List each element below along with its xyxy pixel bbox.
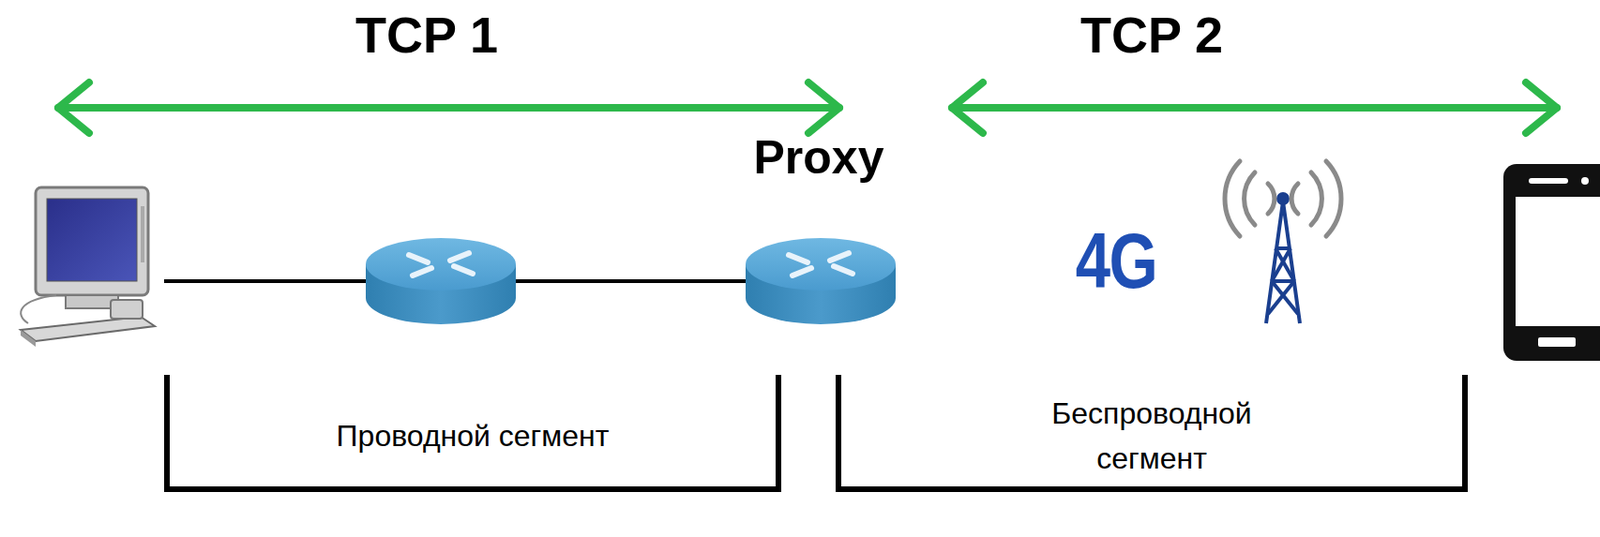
protocol-label: TCP 1 bbox=[304, 7, 549, 63]
network-type-label: 4G bbox=[1063, 217, 1169, 304]
proxy-label: Proxy bbox=[715, 132, 922, 184]
tcp-arrow bbox=[951, 82, 1557, 134]
segment-bracket bbox=[838, 375, 1465, 490]
computer-icon bbox=[20, 187, 155, 348]
segment-label: Беспроводной сегмент bbox=[1011, 391, 1293, 482]
proxy-router-icon bbox=[745, 238, 896, 325]
phone-icon bbox=[1503, 164, 1600, 362]
router-icon bbox=[365, 238, 516, 325]
segment-label: Проводной сегмент bbox=[332, 413, 614, 459]
protocol-label: TCP 2 bbox=[1029, 7, 1274, 63]
segment-bracket bbox=[166, 375, 779, 490]
tcp-arrow bbox=[58, 82, 840, 134]
radio-waves bbox=[1224, 161, 1342, 237]
